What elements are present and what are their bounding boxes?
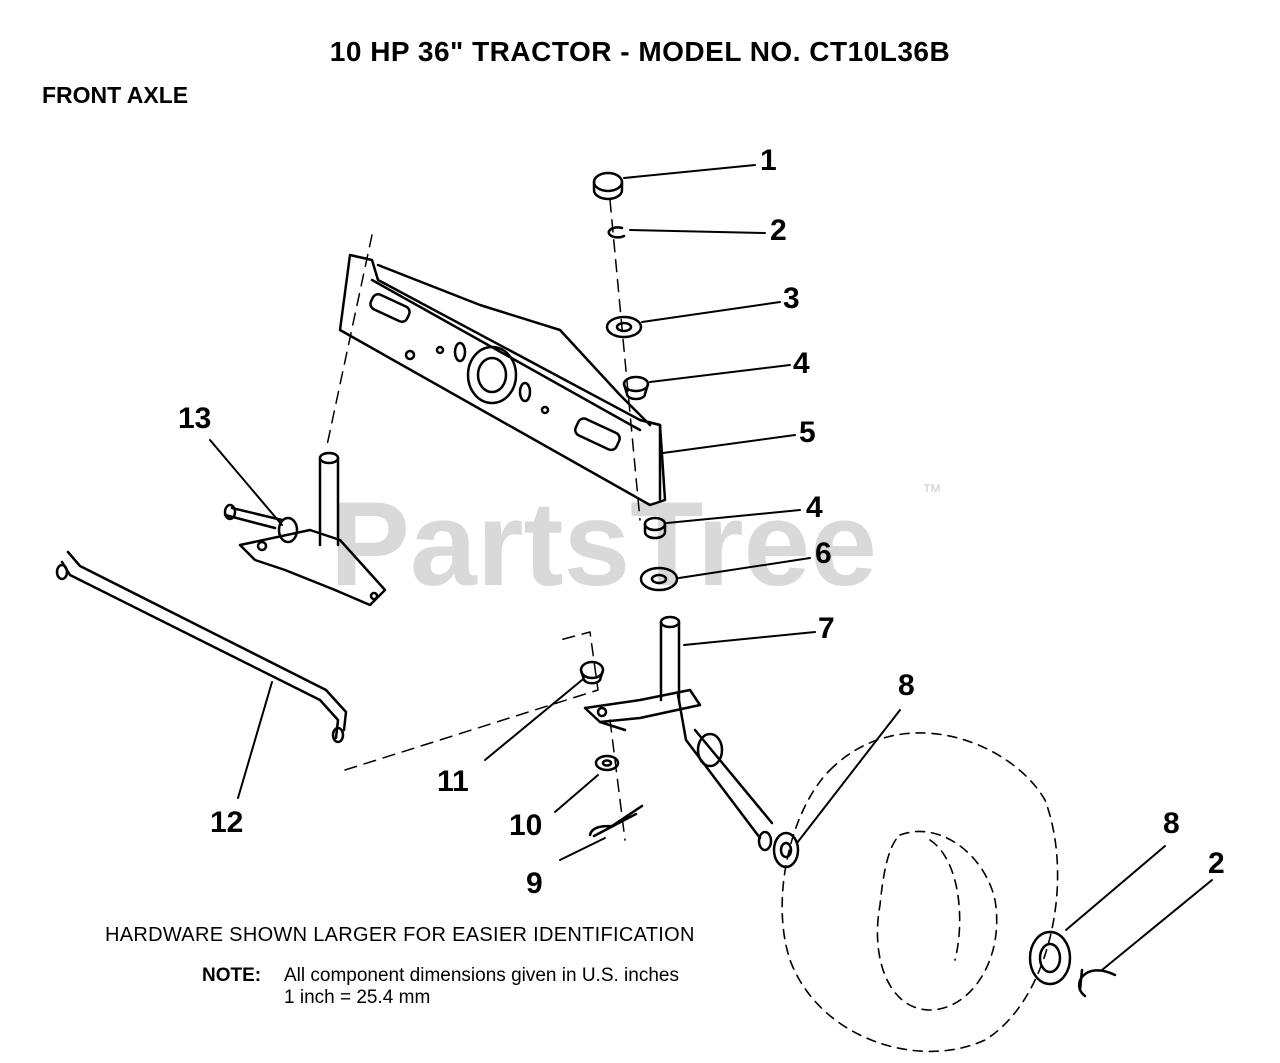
callout-3: 3 — [783, 282, 800, 315]
note-line-2: 1 inch = 25.4 mm — [284, 987, 431, 1008]
part-12-tie-rod — [55, 550, 348, 744]
part-4-bushing-bottom — [643, 516, 667, 540]
part-13-spindle-left — [223, 451, 387, 607]
part-10-washer — [594, 754, 620, 772]
part-8-washer-inner — [772, 831, 800, 869]
callout-7: 7 — [818, 612, 835, 645]
part-9-cotter-pin — [588, 804, 644, 838]
part-8-washer-outer — [1028, 930, 1072, 986]
note-line-1: All component dimensions given in U.S. i… — [284, 965, 679, 986]
callout-11: 11 — [437, 765, 469, 798]
front-axle-beam — [338, 253, 667, 507]
callout-4: 4 — [793, 347, 810, 380]
callout-5: 5 — [799, 416, 816, 449]
watermark-trademark: ™ — [922, 481, 942, 503]
callout-2: 2 — [770, 214, 787, 247]
callout-4b: 4 — [806, 491, 823, 524]
section-title: FRONT AXLE — [42, 82, 189, 108]
part-7-spindle — [583, 615, 774, 852]
part-2-e-ring-outer — [1077, 968, 1117, 998]
callout-8b: 8 — [1163, 807, 1180, 840]
callout-leaders — [209, 164, 1213, 971]
callout-2b: 2 — [1208, 847, 1225, 880]
diagram-title: 10 HP 36" TRACTOR - MODEL NO. CT10L36B — [329, 36, 951, 67]
part-2-e-ring — [607, 226, 626, 239]
watermark-text: PartsTree — [330, 477, 877, 611]
part-1-cap — [592, 171, 624, 201]
front-tire — [781, 732, 1059, 1053]
callout-9: 9 — [526, 867, 543, 900]
callout-1: 1 — [760, 144, 777, 177]
dimension-note: NOTE: All component dimensions given in U… — [202, 965, 679, 1009]
hardware-note: HARDWARE SHOWN LARGER FOR EASIER IDENTIF… — [105, 924, 695, 946]
callout-12: 12 — [210, 806, 243, 839]
part-6-washer — [639, 566, 679, 592]
callout-13: 13 — [178, 402, 211, 435]
part-3-washer — [605, 315, 643, 339]
part-4-bushing-top — [622, 375, 650, 401]
part-11-nut — [579, 660, 605, 685]
callout-8: 8 — [898, 669, 915, 702]
note-label: NOTE: — [202, 965, 262, 986]
callout-6: 6 — [815, 537, 832, 570]
callout-10: 10 — [509, 809, 542, 842]
